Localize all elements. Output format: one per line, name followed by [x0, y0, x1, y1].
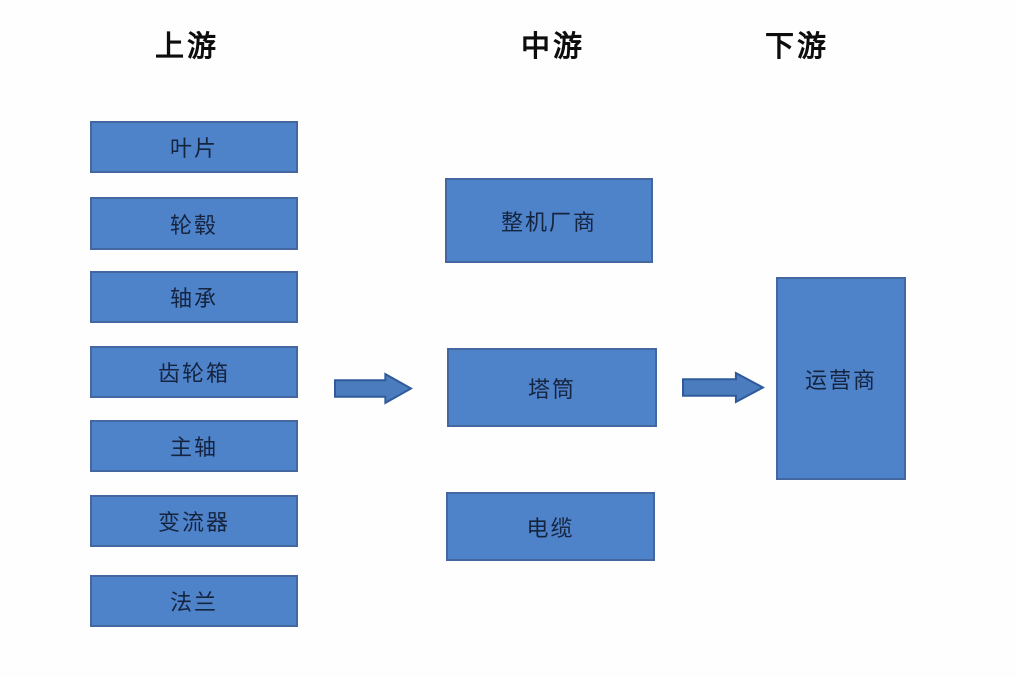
node-gearbox-label: 齿轮箱 [157, 362, 230, 387]
node-bearing-label: 轴承 [169, 287, 218, 312]
arrow-midstream-to-downstream-icon [682, 371, 765, 404]
node-hub-label: 轮毂 [169, 213, 218, 239]
column-header-upstream: 上游 [155, 29, 220, 63]
node-bearing: 轴承 [90, 271, 298, 323]
column-header-downstream: 下游 [765, 29, 830, 63]
node-gearbox: 齿轮箱 [90, 346, 298, 398]
node-blade: 叶片 [90, 121, 298, 173]
node-operator-label: 运营商 [804, 368, 877, 394]
node-blade-label: 叶片 [169, 137, 218, 162]
arrow-upstream-to-midstream-icon [334, 372, 413, 405]
node-cable-label: 电缆 [526, 516, 575, 542]
column-header-midstream: 中游 [521, 29, 586, 63]
node-turbine-oem-label: 整机厂商 [500, 210, 597, 236]
node-converter-label: 变流器 [157, 511, 230, 536]
node-cable: 电缆 [446, 492, 655, 561]
node-tower: 塔筒 [447, 348, 657, 427]
node-flange-label: 法兰 [169, 591, 218, 616]
node-converter: 变流器 [90, 495, 298, 547]
node-hub: 轮毂 [90, 197, 298, 250]
node-turbine-oem: 整机厂商 [445, 178, 653, 263]
node-main-shaft: 主轴 [90, 420, 298, 472]
node-operator: 运营商 [776, 277, 906, 480]
node-main-shaft-label: 主轴 [169, 436, 218, 461]
node-flange: 法兰 [90, 575, 298, 627]
node-tower-label: 塔筒 [527, 377, 576, 403]
